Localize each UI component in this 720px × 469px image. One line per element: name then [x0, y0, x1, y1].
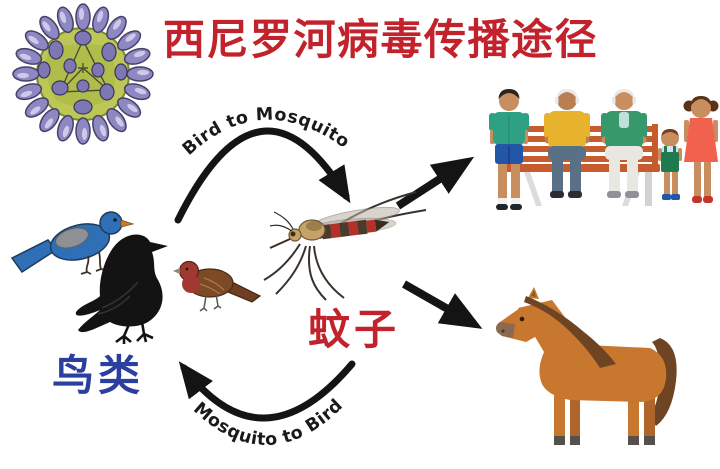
mosquito-antennae: [269, 211, 294, 232]
arc-arrow-mosquito-to-bird: [178, 360, 356, 422]
horse-back-legs: [570, 386, 655, 445]
bluebird-eye: [113, 218, 117, 222]
person-girl: [683, 96, 719, 203]
horse-mane: [524, 296, 616, 368]
page-title: 西尼罗河病毒传播途径: [163, 18, 599, 64]
bluebird-icon: [10, 211, 135, 275]
horse-muzzle: [496, 322, 515, 338]
virus-icon: [12, 3, 154, 145]
person-standing-boy: [489, 89, 529, 210]
crow-legs: [115, 321, 154, 344]
birds-label: 鸟类: [52, 354, 145, 400]
mosquito-icon: [263, 191, 427, 301]
person-toddler-boy: [658, 129, 682, 200]
finch-beak: [173, 268, 180, 274]
finch-legs: [199, 293, 222, 312]
horse-eye: [519, 316, 525, 322]
horse-front-legs: [554, 386, 639, 445]
arc-label-bird-to-mosquito: Bird to Mosquito: [179, 105, 353, 160]
mosquito-proboscis: [269, 238, 291, 249]
horse-neck: [518, 300, 588, 352]
horse-icon: [496, 287, 677, 445]
crow-icon: [75, 234, 168, 344]
horse-body: [539, 344, 667, 402]
mosquito-eye: [290, 231, 296, 237]
finch-icon: [173, 260, 262, 312]
finch-eye: [185, 267, 189, 271]
humans-on-bench-illustration: [489, 89, 719, 210]
virus-surface-blobs: [37, 30, 128, 115]
bluebird-beak: [120, 219, 135, 228]
birds-illustration: [10, 211, 262, 344]
mosquito-legs: [263, 191, 427, 301]
mosquito-label: 蚊子: [308, 308, 401, 354]
arc-label-mosquito-to-bird: Mosquito to Bird: [189, 395, 347, 450]
person-seated-man-green: [601, 89, 647, 198]
person-seated-man-yellow: [544, 89, 590, 198]
